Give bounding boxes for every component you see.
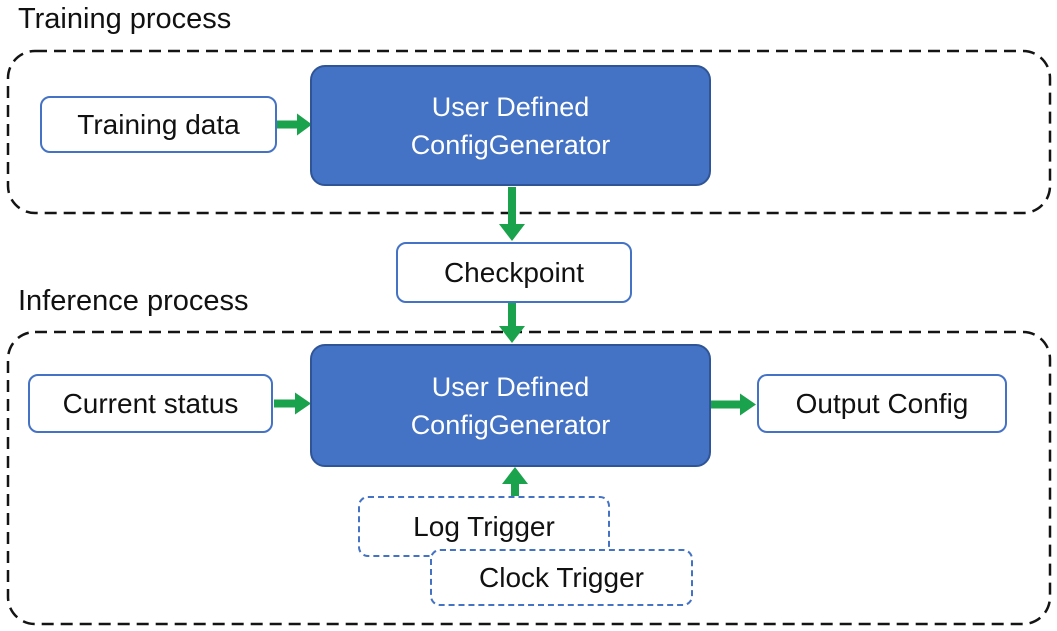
- clock-trigger-label: Clock Trigger: [479, 561, 644, 593]
- training-process-region: [6, 49, 1052, 215]
- arrow-checkpoint-to-generator: [499, 303, 525, 343]
- arrow-current-status-to-generator: [274, 392, 311, 415]
- checkpoint-node: Checkpoint: [396, 242, 632, 303]
- arrow-training-data-to-generator: [277, 113, 312, 136]
- current-status-label: Current status: [62, 387, 239, 419]
- output-config-node: Output Config: [757, 374, 1007, 433]
- log-trigger-label: Log Trigger: [413, 510, 555, 542]
- inference-process-region: [6, 330, 1052, 626]
- log-trigger-node: Log Trigger: [358, 496, 610, 557]
- training-config-generator-node: User Defined ConfigGenerator: [310, 65, 711, 186]
- inference-config-generator-label-line2: ConfigGenerator: [410, 409, 611, 440]
- training-data-label: Training data: [77, 108, 240, 140]
- arrow-triggers-to-generator: [502, 467, 528, 496]
- training-process-label: Training process: [18, 3, 232, 35]
- training-data-node: Training data: [40, 96, 277, 153]
- inference-config-generator-label-line1: User Defined: [431, 371, 590, 402]
- clock-trigger-node: Clock Trigger: [430, 549, 693, 606]
- arrow-generator-to-output-config: [711, 393, 756, 416]
- training-config-generator-label-line1: User Defined: [431, 91, 590, 122]
- inference-process-label: Inference process: [18, 285, 249, 317]
- current-status-node: Current status: [28, 374, 273, 433]
- training-config-generator-label-line2: ConfigGenerator: [410, 129, 611, 160]
- inference-config-generator-node: User Defined ConfigGenerator: [310, 344, 711, 467]
- output-config-label: Output Config: [795, 387, 969, 419]
- arrow-generator-to-checkpoint: [499, 187, 525, 241]
- checkpoint-label: Checkpoint: [443, 256, 585, 288]
